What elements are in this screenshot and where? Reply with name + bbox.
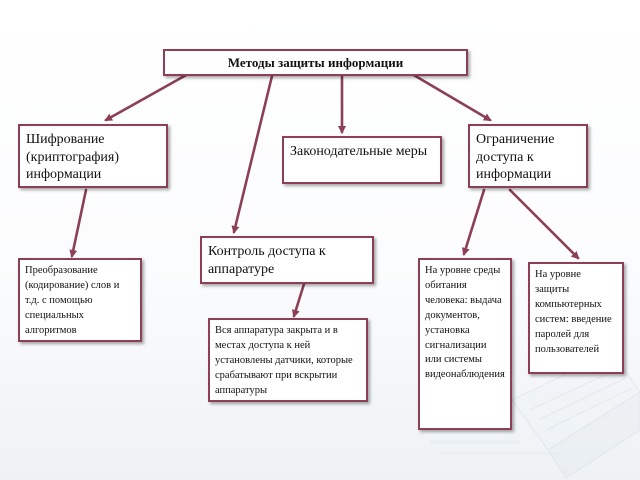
arrow-to-access-restriction	[410, 72, 492, 122]
encryption-box: Шифрование (криптография) информации	[18, 124, 168, 188]
arrow-to-sensors	[291, 282, 306, 318]
arrow-to-transformation	[69, 188, 88, 258]
transformation-box: Преобразование (кодирование) слов и т.д.…	[18, 258, 142, 342]
access-restriction-box: Ограничение доступа к информации	[468, 124, 588, 188]
hardware-control-box: Контроль доступа к аппаратуре	[200, 236, 374, 284]
arrow-to-computer-systems	[508, 188, 580, 260]
computer-systems-box: На уровне защиты компьютерных систем: вв…	[528, 262, 624, 374]
arrow-to-hardware-control	[231, 74, 274, 234]
arrow-to-encryption	[104, 72, 190, 122]
diagram-title: Методы защиты информации	[163, 49, 468, 76]
arrow-to-human-environment	[461, 188, 486, 256]
human-environment-box: На уровне среды обитания человека: выдач…	[418, 258, 512, 430]
legislative-measures-box: Законодательные меры	[282, 136, 442, 184]
sensors-box: Вся аппаратура закрыта и в местах доступ…	[208, 318, 368, 402]
